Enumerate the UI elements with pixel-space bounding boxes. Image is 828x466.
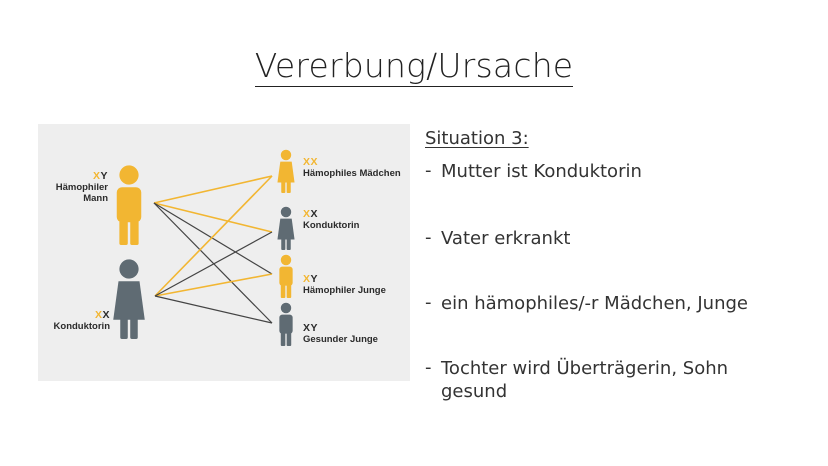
line-father-child1 bbox=[153, 175, 273, 204]
father-label-line2: Mann bbox=[83, 193, 108, 204]
line-father-child4 bbox=[153, 202, 273, 324]
bullet-item: - ein hämophiles/-r Mädchen, Junge bbox=[425, 292, 801, 315]
child2-label-text: Konduktorin bbox=[303, 220, 360, 231]
child4-label: XY Gesunder Junge bbox=[303, 322, 378, 346]
father-genotype: XY bbox=[92, 170, 108, 182]
child2-genotype: XX bbox=[303, 208, 319, 220]
child3-genotype: XY bbox=[303, 273, 319, 285]
mother-label: XX Konduktorin bbox=[50, 309, 110, 333]
father-label: XY Hämophiler Mann bbox=[52, 170, 108, 205]
mother-figure-icon bbox=[113, 259, 145, 339]
child3-label-text: Hämophiler Junge bbox=[303, 285, 386, 296]
line-mother-child1 bbox=[154, 175, 273, 297]
child-boy-healthy-icon bbox=[279, 302, 293, 346]
situation-heading: Situation 3: bbox=[425, 128, 529, 149]
line-father-child3 bbox=[153, 202, 273, 275]
father-connections bbox=[153, 175, 273, 233]
child1-label-text: Hämophiles Mädchen bbox=[303, 168, 401, 179]
bullet-dash: - bbox=[425, 160, 432, 181]
bullet-text: Mutter ist Konduktorin bbox=[441, 161, 642, 182]
slide-title-text: Vererbung/Ursache bbox=[254, 46, 574, 87]
line-mother-child4 bbox=[154, 295, 273, 324]
child3-label: XY Hämophiler Junge bbox=[303, 273, 386, 297]
child2-label: XX Konduktorin bbox=[303, 208, 360, 232]
bullet-dash: - bbox=[425, 227, 432, 248]
child-girl-affected-icon bbox=[277, 149, 295, 193]
line-mother-child2 bbox=[154, 231, 273, 297]
bullet-text: Tochter wird Überträgerin, Sohn gesund bbox=[441, 358, 729, 402]
bullet-item: - Mutter ist Konduktorin bbox=[425, 160, 801, 183]
inheritance-diagram-graphic bbox=[113, 149, 295, 346]
slide-title: Vererbung/Ursache bbox=[0, 46, 828, 87]
line-father-child2 bbox=[153, 202, 273, 233]
bullet-text: Vater erkrankt bbox=[441, 228, 571, 249]
child4-genotype: XY bbox=[303, 322, 319, 334]
line-mother-child3 bbox=[154, 273, 273, 297]
child1-label: XX Hämophiles Mädchen bbox=[303, 156, 401, 180]
child1-genotype: XX bbox=[303, 156, 319, 168]
mother-connections-dark bbox=[154, 231, 273, 324]
mother-label-text: Konduktorin bbox=[53, 321, 110, 332]
bullet-dash: - bbox=[425, 292, 432, 313]
mother-connections bbox=[154, 175, 273, 297]
inheritance-diagram: XY Hämophiler Mann XX Konduktorin XX Häm… bbox=[38, 124, 410, 381]
child-girl-carrier-icon bbox=[277, 206, 295, 250]
father-connections-dark bbox=[153, 202, 273, 324]
mother-genotype: XX bbox=[94, 309, 110, 321]
father-label-line1: Hämophiler bbox=[55, 182, 108, 193]
child-boy-affected-icon bbox=[279, 254, 293, 298]
bullet-item: - Tochter wird Überträgerin, Sohn gesund bbox=[425, 357, 771, 403]
bullet-text: ein hämophiles/-r Mädchen, Junge bbox=[441, 293, 749, 314]
child4-label-text: Gesunder Junge bbox=[303, 334, 378, 345]
father-figure-icon bbox=[116, 165, 142, 245]
bullet-item: - Vater erkrankt bbox=[425, 227, 801, 250]
bullet-dash: - bbox=[425, 357, 432, 378]
